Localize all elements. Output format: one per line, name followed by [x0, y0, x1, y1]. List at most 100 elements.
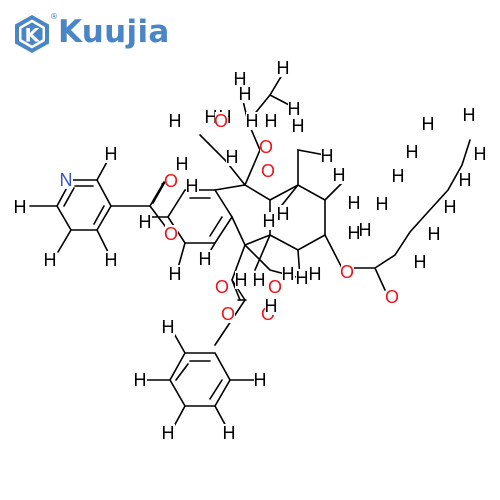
atom-label-h: H — [162, 423, 175, 443]
atom-label-o: O — [164, 171, 178, 191]
atom-label-h: H — [253, 270, 266, 290]
atom-label-h: H — [414, 252, 427, 272]
atom-label-background — [288, 100, 301, 118]
atom-label-background — [162, 318, 175, 336]
atom-label-o: O — [268, 277, 282, 297]
atom-label-background — [139, 213, 152, 231]
atom-label-background — [205, 108, 218, 126]
atom-label-h: H — [288, 99, 301, 119]
atom-label-h: H — [44, 250, 57, 270]
atom-label-h: H — [428, 224, 441, 244]
atom-label-o: O — [215, 277, 229, 297]
atom-label-h: H — [234, 69, 247, 89]
atom-label-h: H — [348, 193, 361, 213]
atom-label-h: H — [176, 154, 189, 174]
atom-label-background — [341, 263, 354, 281]
atom-label-background — [235, 271, 248, 289]
atom-label-o: O — [261, 161, 275, 181]
atom-label-background — [359, 221, 372, 239]
atom-label-h: H — [162, 317, 175, 337]
atom-label-background — [222, 305, 235, 323]
atom-label-background — [186, 177, 199, 195]
atom-label-h: H — [263, 211, 276, 231]
atom-label-h: H — [474, 144, 487, 164]
atom-label-o: O — [385, 287, 399, 307]
atom-label-background — [376, 195, 389, 213]
atom-label-h: H — [459, 170, 472, 190]
atom-label-background — [263, 212, 276, 230]
atom-label-background — [169, 265, 182, 283]
atom-label-h: H — [205, 107, 218, 127]
atom-label-h: H — [254, 370, 267, 390]
atom-label-background — [406, 143, 419, 161]
atom-label-h: H — [463, 105, 476, 125]
atom-label-h: H — [246, 111, 259, 131]
atom-label-background — [176, 155, 189, 173]
atom-label-background — [348, 194, 361, 212]
atom-label-h: H — [444, 197, 457, 217]
atom-label-o: O — [221, 304, 235, 324]
atom-label-h: H — [134, 370, 147, 390]
atom-label-background — [444, 198, 457, 216]
atom-label-background — [348, 224, 361, 242]
atom-label-background — [392, 167, 405, 185]
atom-label-h: H — [235, 270, 248, 290]
atom-label-background — [459, 171, 472, 189]
atom-label-background — [105, 145, 118, 163]
atom-label-h: H — [422, 114, 435, 134]
atom-label-background — [333, 166, 346, 184]
atom-label-background — [296, 269, 309, 287]
atom-label-background — [277, 59, 290, 77]
atom-label-background — [428, 225, 441, 243]
atom-label-h: H — [292, 116, 305, 136]
atom-label-background — [277, 205, 290, 223]
atom-label-background — [216, 278, 229, 296]
atom-label-h: H — [169, 264, 182, 284]
atom-label-h: H — [309, 264, 322, 284]
atom-label-background — [253, 271, 266, 289]
atom-label-h: H — [223, 423, 236, 443]
brand-name: Kuujia — [58, 14, 170, 50]
logo-letter: K — [25, 25, 41, 47]
atom-label-h: H — [226, 147, 239, 167]
atom-label-background — [386, 288, 399, 306]
atom-label-h: H — [169, 111, 182, 131]
atom-label-background — [260, 138, 273, 156]
atom-label-o: O — [340, 262, 354, 282]
atom-labels: NHHHHOOHHHHHHHHHHHHOHHHHOOHHHHHHHOOHHHHH… — [14, 58, 487, 443]
atom-label-background — [60, 171, 73, 189]
atom-label-h: H — [14, 197, 27, 217]
atom-label-background — [265, 112, 278, 130]
atom-label-background — [44, 251, 57, 269]
atom-label-background — [422, 115, 435, 133]
atom-label-background — [226, 148, 239, 166]
atom-label-h: H — [406, 142, 419, 162]
atom-label-background — [321, 147, 334, 165]
atom-label-h: H — [296, 268, 309, 288]
registered-mark: ® — [50, 12, 58, 21]
atom-label-h: H — [105, 250, 118, 270]
atom-label-background — [165, 225, 178, 243]
atom-label-background — [463, 106, 476, 124]
atom-label-background — [269, 278, 282, 296]
atom-label-background — [262, 162, 275, 180]
atom-label-h: H — [277, 58, 290, 78]
atom-label-background — [309, 265, 322, 283]
atom-label-background — [105, 251, 118, 269]
atom-label-background — [282, 265, 295, 283]
atom-label-h: H — [348, 223, 361, 243]
atom-label-background — [254, 371, 267, 389]
atom-label-background — [265, 297, 278, 315]
atom-label-background — [215, 112, 228, 130]
atom-label-background — [292, 117, 305, 135]
atom-label-h: H — [376, 194, 389, 214]
atom-label-o: O — [214, 111, 228, 131]
atom-label-h: H — [265, 296, 278, 316]
atom-label-n: N — [60, 170, 73, 190]
atom-label-background — [234, 70, 247, 88]
atom-label-background — [169, 112, 182, 130]
atom-label-h: H — [265, 111, 278, 131]
kuujia-logo-icon: K — [15, 15, 49, 53]
atom-label-h: H — [139, 212, 152, 232]
